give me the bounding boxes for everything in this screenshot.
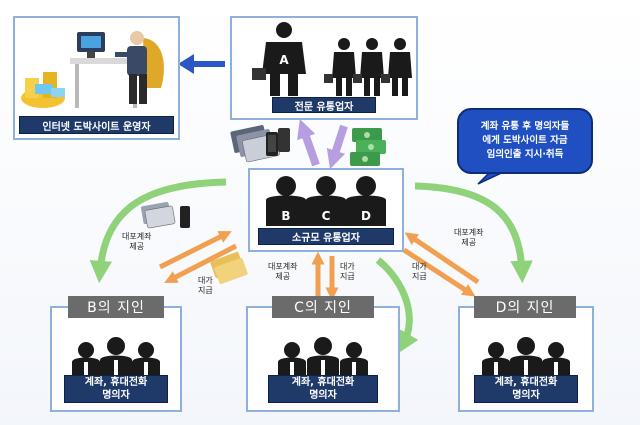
person-a-icon: A (252, 22, 306, 96)
smallscale-illustration: B C D (266, 176, 386, 226)
person-d-letter: D (361, 209, 371, 223)
person-d-icon: D (346, 176, 386, 226)
arrow-small-to-b-pay (164, 243, 238, 283)
b-acquaintance-title: B의 지인 (68, 296, 164, 318)
operator-box: 인터넷 도박사이트 운영자 (13, 16, 180, 140)
callout-bubble: 계좌 유통 후 명의자들 에게 도박사이트 자금 임의인출 지시·취득 (457, 108, 593, 174)
arrow-small-to-b (89, 178, 227, 284)
arrow-d-to-small (404, 232, 480, 285)
phone-icon (266, 128, 290, 156)
smallscale-label: 소규모 유통업자 (258, 228, 394, 245)
person-b-icon: B (266, 176, 306, 226)
arrow-small-to-c (375, 257, 419, 354)
card-phone-icon (140, 202, 190, 229)
operator-label: 인터넷 도박사이트 운영자 (19, 116, 174, 134)
gold-cash-icon (210, 251, 248, 285)
callout-line: 에게 도박사이트 자금 (482, 135, 568, 146)
arrow-small-to-d (414, 182, 533, 284)
person-a-letter: A (279, 53, 289, 67)
credit-card-icon (230, 125, 280, 163)
phone-man-3-icon (381, 38, 412, 96)
person-c-icon: C (306, 176, 346, 226)
c-acquaintance-title: C의 지인 (272, 296, 374, 318)
phone-man-1-icon (324, 38, 356, 96)
operator-illustration (21, 31, 164, 108)
arrow-small-to-d-pay (402, 247, 476, 297)
arrow-pro-to-operator (178, 54, 225, 74)
smallscale-box: B C D 소규모 유통업자 (248, 168, 404, 252)
arrow-pro-to-small (326, 124, 348, 170)
phone-man-2-icon (353, 38, 384, 96)
arrow-b-to-small (158, 231, 232, 270)
coin-pile-icon (21, 72, 65, 108)
person-b-letter: B (281, 209, 290, 223)
arrow-small-to-pro (297, 118, 320, 167)
d-acquaintance-title: D의 지인 (474, 296, 576, 318)
professional-box: A 전문 유통 (230, 16, 418, 120)
professional-illustration: A (252, 22, 412, 96)
cash-stack-icon (350, 128, 386, 166)
callout-line: 계좌 유통 후 명의자들 (480, 121, 570, 132)
professional-label: 전문 유통업자 (272, 97, 376, 113)
callout-line: 임의인출 지시·취득 (486, 149, 564, 160)
person-c-letter: C (322, 209, 331, 223)
